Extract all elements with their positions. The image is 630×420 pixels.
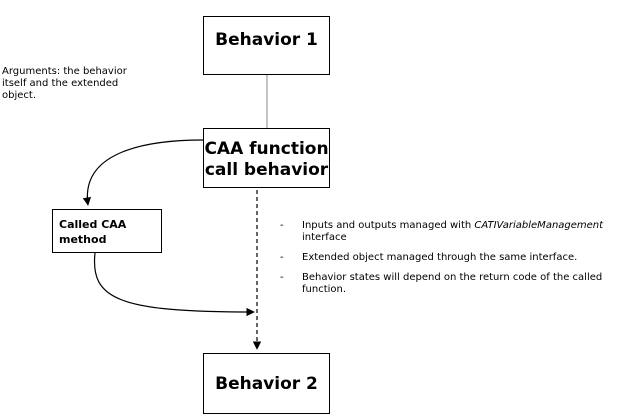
bullet-text: Behavior states will depend on the retur… [302,272,603,295]
arrow-caa-to-called-method [82,139,204,206]
called-method-title: Called CAA method [59,218,127,246]
bullet-text: Inputs and outputs managed with [302,220,475,231]
bullet-list: - Inputs and outputs managed with CATIVa… [280,220,630,304]
bullet-dash: - [280,252,284,263]
bullet-emphasis: CATIVariableManagement [474,220,604,231]
called-caa-method-box[interactable]: Called CAA method [52,209,162,253]
bullet-text-after: interface [302,232,347,243]
arguments-note: Arguments: the behavior itself and the e… [2,66,127,101]
bullet-text: Extended object managed through the same… [302,252,578,263]
behavior-1-title: Behavior 1 [215,30,318,50]
bullet-dash: - [280,220,284,231]
arrow-called-method-to-flow [93,252,255,317]
caa-function-call-behavior-box[interactable]: CAA function call behavior [203,128,330,188]
bullet-item: - Inputs and outputs managed with CATIVa… [280,220,630,244]
bullet-item: - Extended object managed through the sa… [280,252,630,264]
behavior-2-title: Behavior 2 [215,374,318,394]
behavior-2-box[interactable]: Behavior 2 [203,353,330,414]
caa-function-title: CAA function call behavior [204,139,329,180]
behavior-1-box[interactable]: Behavior 1 [203,16,330,75]
bullet-dash: - [280,272,284,283]
bullet-item: - Behavior states will depend on the ret… [280,272,630,296]
